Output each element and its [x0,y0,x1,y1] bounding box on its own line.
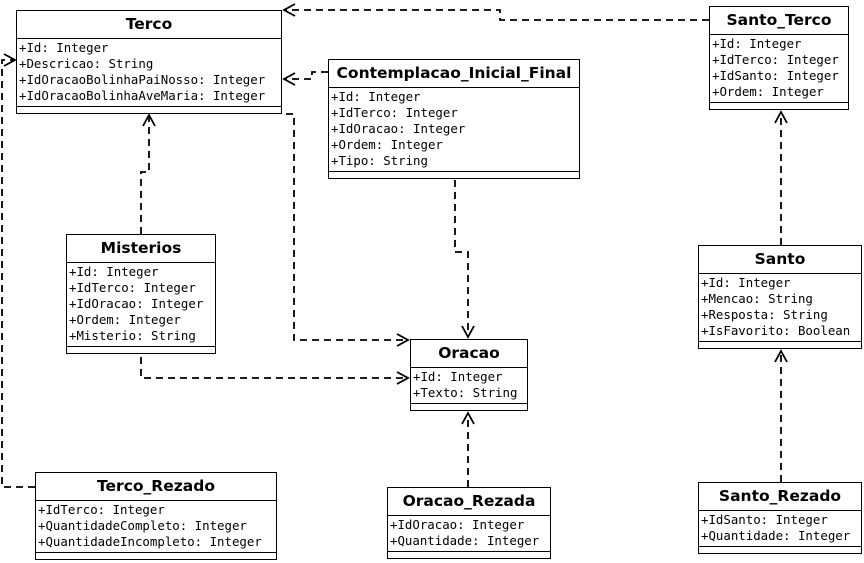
class-title: Contemplacao_Inicial_Final [329,60,579,88]
attribute: +Id: Integer [413,369,503,384]
dependency-arrow-santo-terco-to-terco [282,3,709,21]
class-title: Santo_Terco [710,7,848,35]
attribute-list: +IdSanto: Integer +Quantidade: Integer [699,511,861,547]
dependency-arrow-terco-to-oracao [286,113,410,347]
class-terco[interactable]: Terco +Id: Integer +Descricao: String +I… [16,10,282,114]
operation-list [411,404,527,410]
operation-list [388,552,550,558]
attribute: +Id: Integer [712,36,802,51]
class-title: Misterios [67,235,215,263]
open-arrowhead [461,325,475,339]
operation-list [329,172,579,178]
open-arrowhead [142,113,156,127]
attribute: +Mencao: String [701,291,813,306]
attribute-list: +Id: Integer +Texto: String [411,368,527,404]
dependency-arrow-misterios-to-terco [140,113,156,234]
open-arrowhead [396,371,410,385]
dependency-arrow-misterios-to-oracao [140,357,410,385]
operation-list [17,107,281,113]
attribute: +QuantidadeIncompleto: Integer [38,534,262,549]
open-arrowhead [282,3,296,17]
attribute: +IdTerco: Integer [331,105,458,120]
dependency-arrow-contemplacao-to-terco [282,71,328,86]
dependency-arrow-terco-rezado-to-terco [1,53,35,488]
dependency-arrow-santo-rezado-to-santo [774,349,788,482]
attribute: +IdSanto: Integer [712,68,839,83]
attribute-list: +Id: Integer +IdTerco: Integer +IdSanto:… [710,35,848,103]
attribute-list: +Id: Integer +Descricao: String +IdOraca… [17,39,281,107]
open-arrowhead [774,349,788,363]
class-title: Terco [17,11,281,39]
attribute-list: +IdOracao: Integer +Quantidade: Integer [388,516,550,552]
attribute: +IdOracaoBolinhaAveMaria: Integer [19,88,266,103]
attribute: +IdOracao: Integer [331,121,466,136]
operation-list [710,103,848,109]
attribute: +Id: Integer [331,89,421,104]
attribute: +Tipo: String [331,153,428,168]
attribute: +Descricao: String [19,56,154,71]
class-title: Santo [699,246,861,274]
class-santo-rezado[interactable]: Santo_Rezado +IdSanto: Integer +Quantida… [698,482,862,554]
class-title: Santo_Rezado [699,483,861,511]
attribute: +IdTerco: Integer [712,52,839,67]
operation-list [699,547,861,553]
attribute-list: +Id: Integer +Mencao: String +Resposta: … [699,274,861,342]
attribute: +Id: Integer [69,264,159,279]
open-arrowhead [282,72,296,86]
attribute: +Texto: String [413,385,518,400]
open-arrowhead [461,411,475,425]
attribute: +Quantidade: Integer [701,528,851,543]
attribute: +IdOracaoBolinhaPaiNosso: Integer [19,72,266,87]
class-title: Terco_Rezado [36,473,276,501]
attribute: +Resposta: String [701,307,828,322]
operation-list [36,553,276,559]
attribute: +IdSanto: Integer [701,512,828,527]
attribute-list: +Id: Integer +IdTerco: Integer +IdOracao… [329,88,579,172]
dependency-arrow-santo-to-santo-terco [774,110,788,245]
class-oracao-rezada[interactable]: Oracao_Rezada +IdOracao: Integer +Quanti… [387,487,551,559]
class-title: Oracao [411,340,527,368]
attribute: +Id: Integer [701,275,791,290]
attribute: +Quantidade: Integer [390,533,540,548]
operation-list [699,342,861,348]
attribute: +IdOracao: Integer [390,517,525,532]
attribute: +IsFavorito: Boolean [701,323,851,338]
attribute: +Ordem: Integer [69,312,181,327]
attribute: +Ordem: Integer [331,137,443,152]
open-arrowhead [396,333,410,347]
attribute: +QuantidadeCompleto: Integer [38,518,247,533]
class-title: Oracao_Rezada [388,488,550,516]
attribute: +IdOracao: Integer [69,296,204,311]
class-terco-rezado[interactable]: Terco_Rezado +IdTerco: Integer +Quantida… [35,472,277,560]
class-misterios[interactable]: Misterios +Id: Integer +IdTerco: Integer… [66,234,216,354]
operation-list [67,347,215,353]
attribute: +IdTerco: Integer [38,502,165,517]
open-arrowhead [774,110,788,124]
open-arrowhead [3,53,17,67]
attribute: +Id: Integer [19,40,109,55]
attribute: +Ordem: Integer [712,84,824,99]
dependency-arrow-oracao-rezada-to-oracao [461,411,475,487]
class-santo[interactable]: Santo +Id: Integer +Mencao: String +Resp… [698,245,862,349]
attribute-list: +IdTerco: Integer +QuantidadeCompleto: I… [36,501,276,553]
dependency-arrow-contemplacao-to-oracao [454,180,475,339]
class-contemplacao-inicial-final[interactable]: Contemplacao_Inicial_Final +Id: Integer … [328,59,580,179]
attribute: +Misterio: String [69,328,196,343]
class-santo-terco[interactable]: Santo_Terco +Id: Integer +IdTerco: Integ… [709,6,849,110]
class-oracao[interactable]: Oracao +Id: Integer +Texto: String [410,339,528,411]
attribute-list: +Id: Integer +IdTerco: Integer +IdOracao… [67,263,215,347]
attribute: +IdTerco: Integer [69,280,196,295]
